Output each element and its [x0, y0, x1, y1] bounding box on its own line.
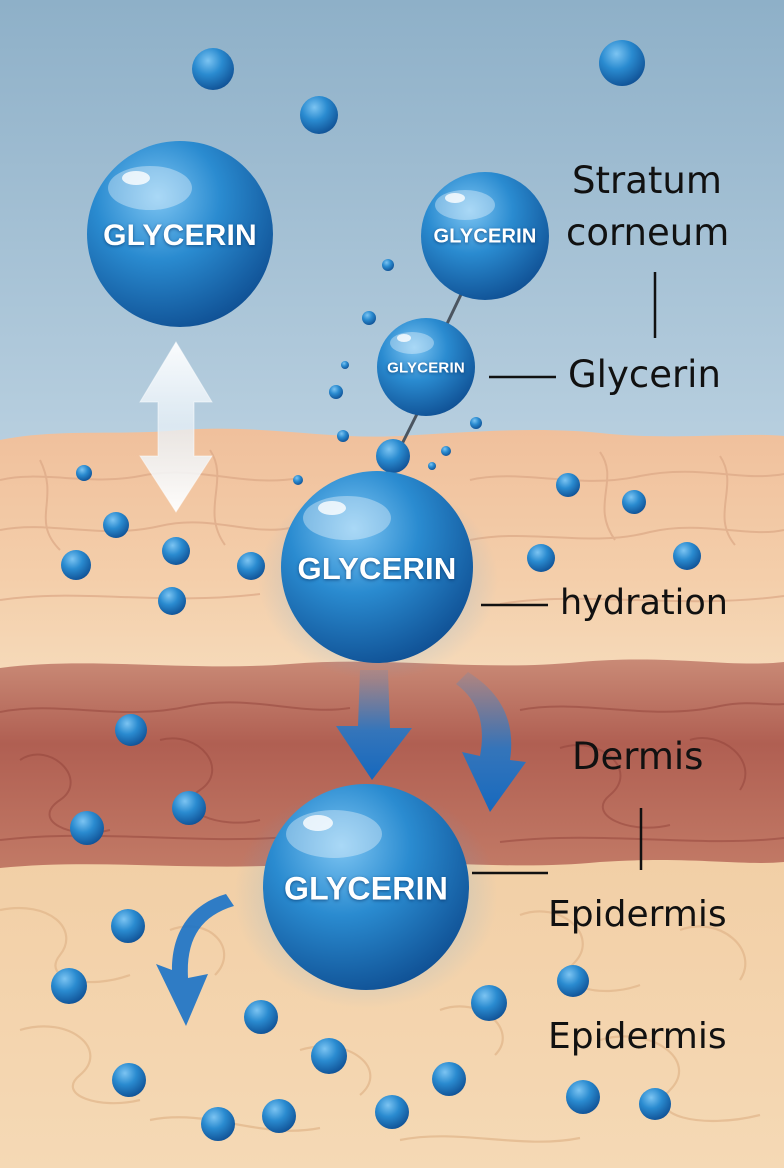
label-glycerin: Glycerin	[568, 353, 721, 396]
leader-lines	[472, 272, 657, 875]
glycerin-molecule-1	[87, 141, 273, 327]
glycerin-molecule-5	[263, 784, 469, 990]
glycerin-molecule-3	[377, 318, 475, 416]
bond-node	[376, 439, 410, 473]
epidermis-texture	[0, 907, 761, 1143]
upper-skin-droplets	[61, 465, 701, 615]
dermis-droplets	[70, 714, 206, 845]
blue-arrow-down	[336, 670, 412, 780]
white-double-arrow	[139, 341, 213, 513]
glycerin-label-5: GLYCERIN	[283, 870, 449, 907]
blue-arrow-curved-left	[156, 894, 234, 1026]
label-stratum: Stratum	[572, 159, 722, 202]
label-hydration: hydration	[560, 583, 728, 623]
blue-arrow-curved-right	[456, 672, 526, 812]
glycerin-label-4: GLYCERIN	[297, 551, 457, 586]
sky-droplets	[192, 40, 645, 485]
label-epidermis-lower: Epidermis	[548, 1016, 727, 1057]
label-corneum: corneum	[566, 211, 730, 254]
glycerin-label-1: GLYCERIN	[103, 219, 257, 252]
label-dermis: Dermis	[572, 735, 704, 778]
glycerin-label-3: GLYCERIN	[387, 359, 465, 377]
glycerin-molecule-2	[421, 172, 549, 300]
glycerin-molecule-4	[281, 471, 473, 663]
label-epidermis-upper: Epidermis	[548, 894, 727, 935]
glycerin-label-2: GLYCERIN	[433, 225, 537, 248]
epidermis-droplets	[51, 909, 671, 1141]
surface-texture	[0, 449, 784, 605]
